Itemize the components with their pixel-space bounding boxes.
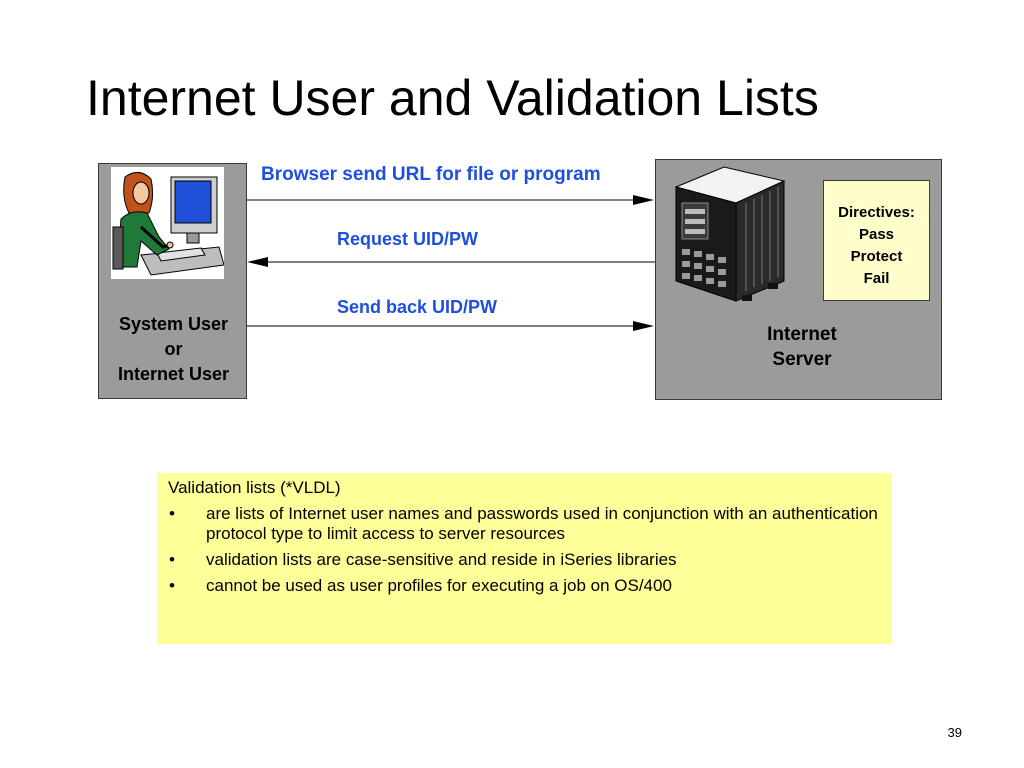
client-label-line: System User <box>118 314 229 334</box>
note-bullet-text: validation lists are case-sensitive and … <box>206 550 677 569</box>
flow-label-request-uid: Request UID/PW <box>337 229 479 249</box>
server-label-line: Server <box>772 349 832 370</box>
slide-title: Internet User and Validation Lists <box>86 70 819 126</box>
bullet-icon: • <box>169 576 175 595</box>
flow-label-send-uid: Send back UID/PW <box>337 297 498 317</box>
client-label-line: Internet User <box>117 364 230 384</box>
note-bullet-item: • validation lists are case-sensitive an… <box>168 550 881 570</box>
page-number: 39 <box>947 725 962 740</box>
authentication-flow-diagram: System User or Internet User <box>98 159 942 400</box>
bullet-icon: • <box>169 550 175 569</box>
note-heading: Validation lists (*VLDL) <box>168 478 341 497</box>
directive-line: Directives: <box>838 204 915 221</box>
client-box: System User or Internet User <box>98 163 247 399</box>
note-bullet-text: cannot be used as user profiles for exec… <box>206 576 672 595</box>
bullet-icon: • <box>169 504 175 523</box>
arrowhead-right-icon <box>633 321 654 331</box>
server-box: Directives: Pass Protect Fail Internet S… <box>655 159 942 400</box>
client-label-line: or <box>164 339 183 359</box>
flow-label-browser-url: Browser send URL for file or program <box>261 164 601 185</box>
person-at-computer-icon <box>111 167 224 279</box>
directives-box: Directives: Pass Protect Fail <box>823 180 930 301</box>
note-bullet-text: are lists of Internet user names and pas… <box>206 504 878 543</box>
server-label-line: Internet <box>767 324 837 345</box>
note-bullet-item: • cannot be used as user profiles for ex… <box>168 576 881 596</box>
server-tower-icon <box>674 166 786 302</box>
note-bullet-list: • are lists of Internet user names and p… <box>168 504 881 596</box>
arrowhead-right-icon <box>633 195 654 205</box>
server-label: Internet Server <box>746 322 858 372</box>
note-bullet-item: • are lists of Internet user names and p… <box>168 504 881 544</box>
directive-line: Fail <box>863 270 890 287</box>
validation-lists-note: Validation lists (*VLDL) • are lists of … <box>157 473 892 644</box>
flow-arrows <box>247 195 655 331</box>
arrowhead-left-icon <box>247 257 268 267</box>
client-label: System User or Internet User <box>99 312 248 387</box>
directive-line: Protect <box>850 248 903 265</box>
directive-line: Pass <box>858 226 895 243</box>
